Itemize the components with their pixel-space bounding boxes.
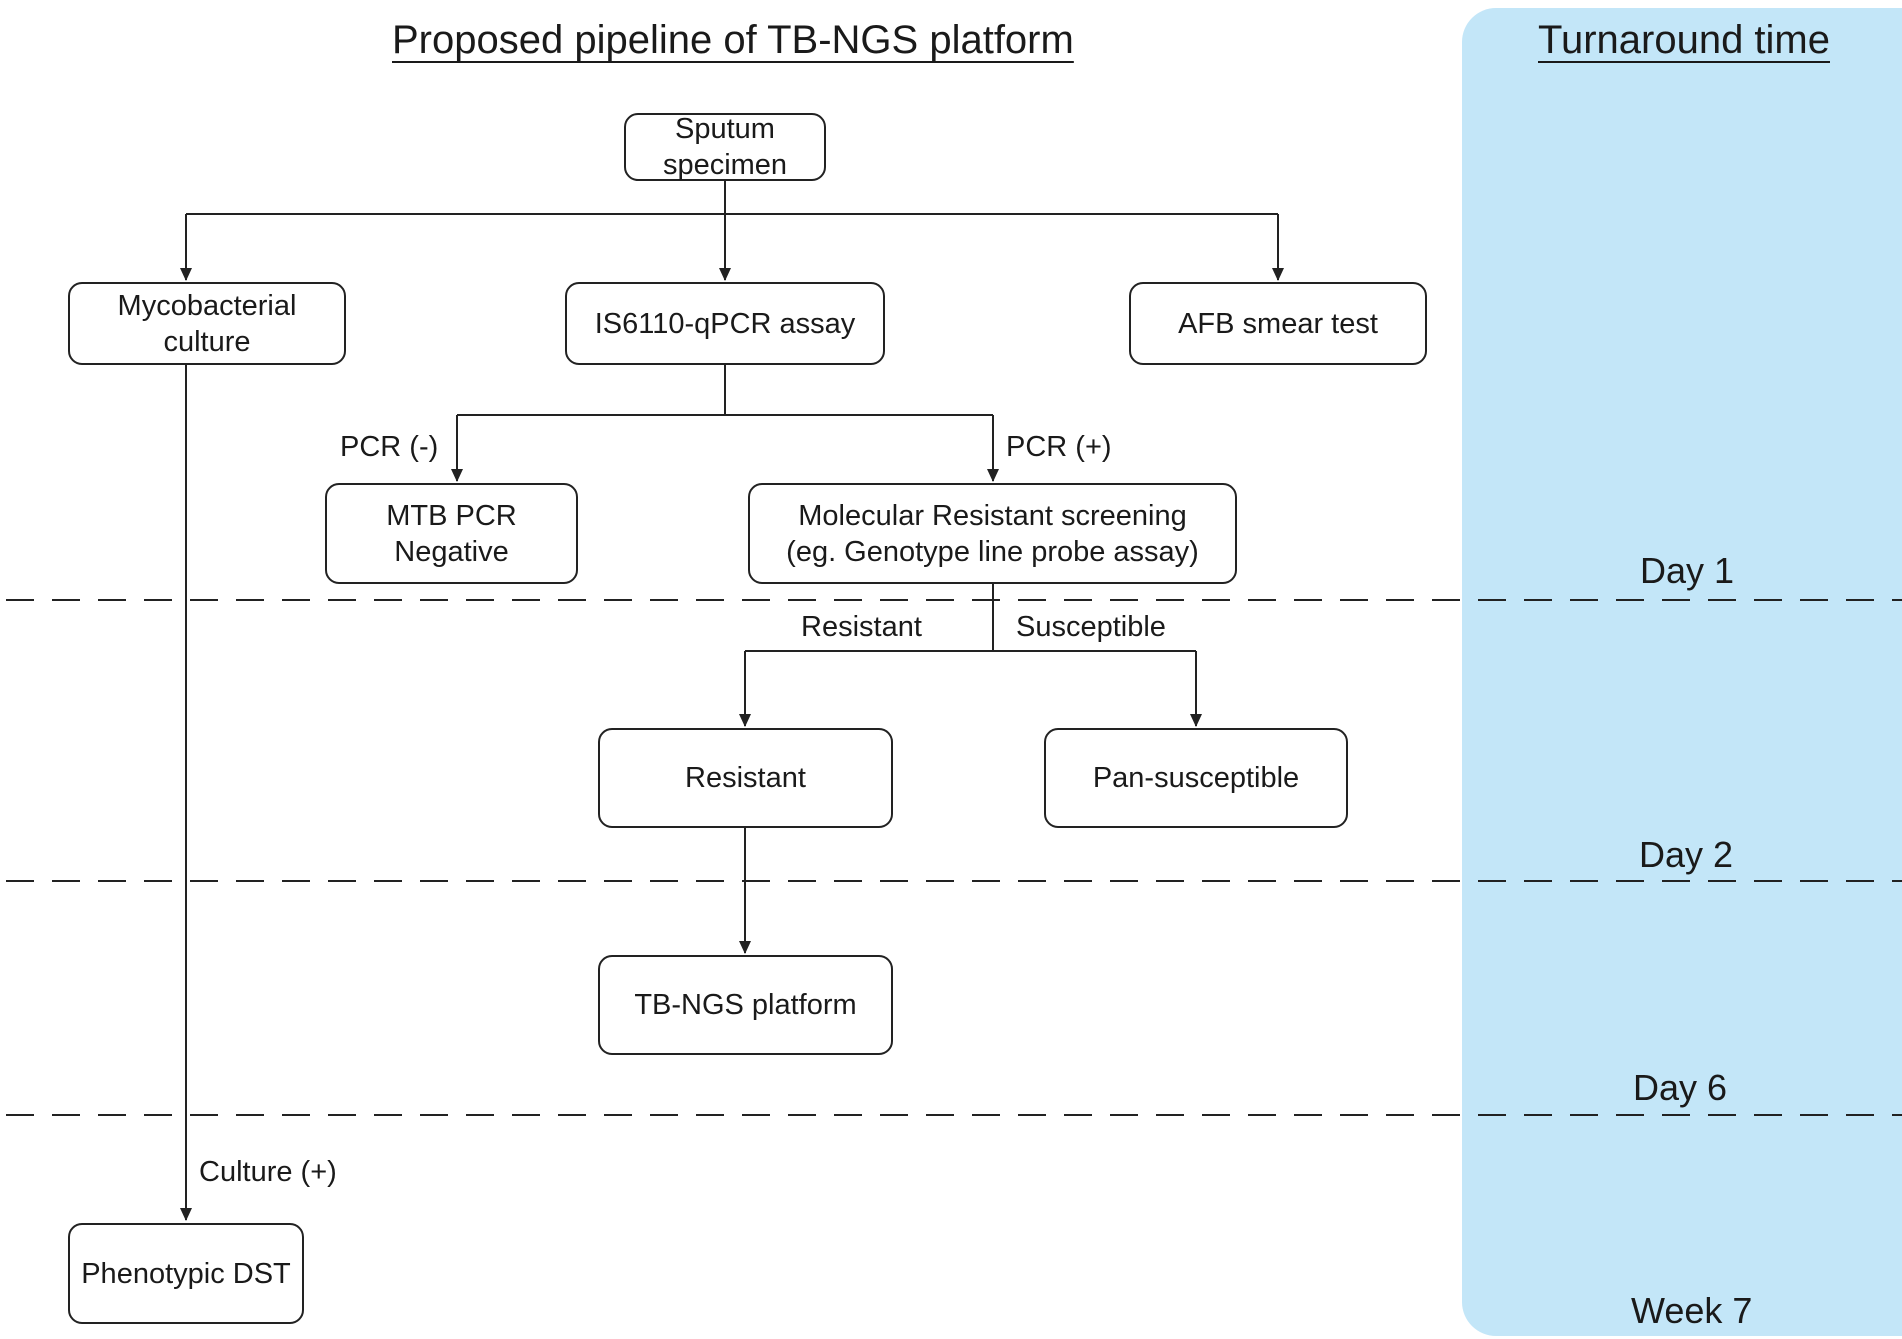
label-pcr-negative: PCR (-) [340,431,439,463]
node-molecular-screening: Molecular Resistant screening (eg. Genot… [748,483,1237,584]
node-afb-smear-test: AFB smear test [1129,282,1427,365]
node-mycobacterial-culture: Mycobacterial culture [68,282,346,365]
node-resistant: Resistant [598,728,893,828]
node-tbngs-platform: TB-NGS platform [598,955,893,1055]
node-qpcr-assay: IS6110-qPCR assay [565,282,885,365]
label-pcr-positive: PCR (+) [1006,431,1112,463]
label-susceptible-branch: Susceptible [1016,611,1166,643]
node-pan-susceptible: Pan-susceptible [1044,728,1348,828]
node-mtb-pcr-negative: MTB PCR Negative [325,483,578,584]
timepoint-day-1: Day 1 [1640,550,1735,591]
label-resistant-branch: Resistant [801,611,922,643]
node-sputum-specimen: Sputum specimen [624,113,826,181]
timepoint-week-7: Week 7 [1631,1290,1753,1331]
label-culture-positive: Culture (+) [199,1156,337,1188]
timepoint-day-6: Day 6 [1633,1067,1728,1108]
node-phenotypic-dst: Phenotypic DST [68,1223,304,1324]
timepoint-day-2: Day 2 [1639,834,1734,875]
turnaround-heading: Turnaround time [1538,18,1830,62]
pipeline-heading: Proposed pipeline of TB-NGS platform [392,18,1074,62]
